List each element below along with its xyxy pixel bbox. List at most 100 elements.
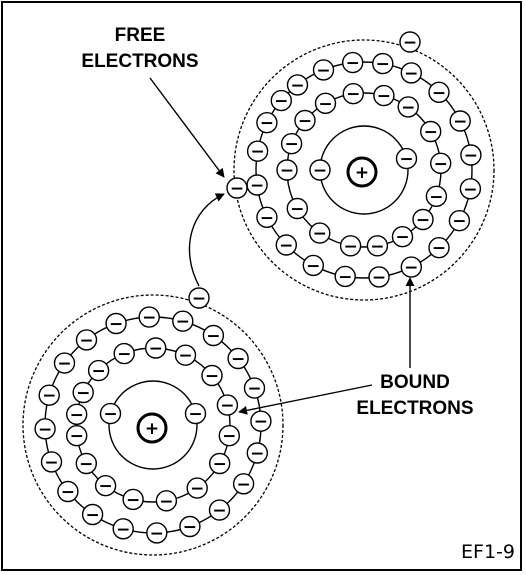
svg-text:−: − [236, 475, 250, 495]
bound-electron: − [459, 178, 482, 200]
svg-text:−: − [190, 479, 204, 499]
bound-electron: − [334, 265, 356, 287]
svg-text:−: − [38, 420, 52, 440]
svg-text:−: − [117, 345, 131, 365]
svg-text:−: − [79, 331, 93, 351]
bound-electron: − [448, 209, 471, 232]
outer-shell-ring [255, 61, 473, 279]
svg-text:−: − [183, 518, 197, 538]
svg-text:−: − [274, 92, 288, 112]
bound-electron: − [38, 384, 60, 406]
svg-text:−: − [306, 256, 320, 276]
svg-text:−: − [70, 405, 84, 425]
svg-text:−: − [404, 64, 418, 84]
bound-electron: − [449, 110, 471, 132]
bound-electron: − [391, 225, 414, 248]
svg-text:−: − [463, 180, 477, 200]
svg-text:−: − [44, 453, 58, 473]
svg-text:−: − [260, 114, 274, 134]
svg-text:−: − [126, 490, 140, 510]
svg-text:−: − [316, 61, 330, 81]
bound-electron: − [34, 418, 56, 440]
svg-text:−: − [85, 506, 99, 526]
bound-electron: − [208, 499, 231, 521]
nucleus: + [346, 156, 378, 188]
svg-text:−: − [429, 187, 443, 207]
svg-text:−: − [98, 477, 112, 497]
electron-transfer-curved-arrow [188, 193, 225, 287]
inner-shell-ring [108, 380, 198, 470]
outer-boundary-dashed [233, 39, 495, 301]
svg-text:−: − [57, 354, 71, 374]
bound-electron: − [428, 81, 450, 103]
svg-text:−: − [192, 289, 206, 309]
svg-text:−: − [464, 146, 478, 166]
svg-text:−: − [247, 379, 261, 399]
bound-electron: − [280, 132, 303, 155]
svg-text:−: − [401, 98, 415, 118]
bound-electron: − [256, 206, 278, 228]
bound-electron: − [400, 62, 422, 84]
bound-electron: − [400, 256, 422, 278]
svg-text:−: − [70, 427, 84, 447]
bound-electrons-label-line1: BOUND [380, 372, 450, 393]
bound-electron: − [286, 197, 308, 220]
svg-text:−: − [178, 346, 192, 366]
svg-text:−: − [220, 396, 234, 416]
bound-electron: − [218, 425, 241, 447]
svg-text:−: − [212, 501, 226, 521]
svg-text:−: − [318, 94, 332, 114]
svg-text:−: − [376, 55, 390, 75]
bound-electron: − [250, 410, 272, 432]
svg-text:−: − [231, 350, 245, 370]
bound-electron: − [202, 324, 225, 347]
svg-text:−: − [159, 492, 173, 512]
lower-left-atom: −−−−−−−−−−−−−−−−−−−−−−−−−−−−−−−−−−−−−− + [22, 294, 284, 556]
svg-text:−: − [377, 87, 391, 107]
svg-text:−: − [250, 176, 264, 196]
bound-electron: − [270, 89, 292, 112]
bound-electron: − [53, 352, 76, 374]
free-electrons-label-line2: ELECTRONS [81, 51, 198, 72]
nucleus-sign: + [145, 419, 159, 439]
bound-electron: − [372, 52, 394, 75]
svg-text:−: − [432, 239, 446, 259]
svg-text:−: − [205, 367, 219, 387]
bound-electron: − [216, 394, 239, 416]
svg-text:−: − [260, 208, 274, 228]
bound-electron: − [144, 337, 167, 359]
bound-electron: − [460, 144, 482, 166]
nucleus-circle [136, 412, 168, 444]
svg-text:−: − [399, 150, 413, 170]
bound-electrons-label-line2: ELECTRONS [356, 398, 473, 419]
svg-text:−: − [395, 228, 409, 248]
bound-electron: − [113, 342, 135, 365]
bound-electron: − [420, 120, 442, 143]
bound-electron: − [186, 477, 208, 499]
bound-electron: − [57, 480, 79, 503]
svg-text:−: − [284, 135, 298, 155]
bound-electron: − [172, 310, 194, 332]
svg-text:−: − [61, 483, 75, 503]
bound-electrons-arrow-left [238, 384, 373, 415]
svg-text:−: − [103, 405, 117, 425]
svg-text:−: − [403, 33, 417, 53]
bound-electron: − [246, 174, 268, 196]
bound-electron: − [246, 442, 268, 464]
bound-electron: − [138, 306, 160, 328]
svg-text:−: − [452, 212, 466, 232]
svg-text:−: − [290, 200, 304, 220]
bound-electron: − [105, 312, 127, 335]
nucleus: + [136, 412, 168, 444]
bound-electron: − [155, 490, 178, 512]
bound-electron: − [312, 59, 335, 81]
bound-electron: − [373, 84, 395, 107]
svg-text:−: − [76, 384, 90, 404]
bound-electron: − [302, 254, 324, 276]
nucleus-circle [346, 156, 378, 188]
outer-boundary-dashed [22, 294, 284, 556]
svg-text:−: − [404, 258, 418, 278]
svg-text:−: − [230, 179, 244, 199]
svg-text:−: − [250, 142, 264, 162]
